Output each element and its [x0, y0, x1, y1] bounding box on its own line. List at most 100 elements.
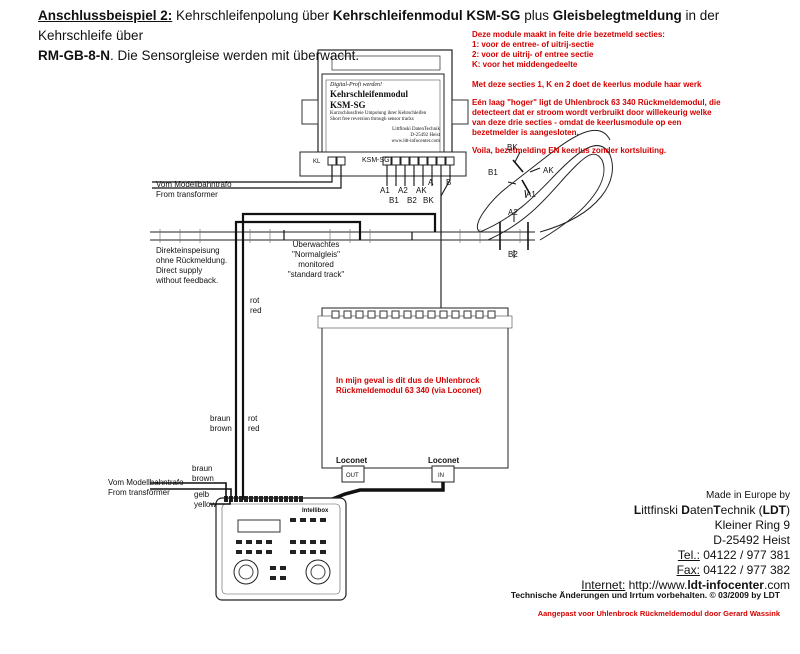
track-b2: B2: [508, 250, 518, 259]
trafo1-en: From transformer: [156, 190, 218, 199]
trafo2-label: Vom Modellbahntrafo From transformer: [108, 478, 184, 498]
loconet-in-tag: IN: [438, 473, 444, 479]
trafo1-label: Vom Modellbahntrafo From transformer: [156, 180, 232, 200]
header-bold-1: Kehrschleifenmodul KSM-SG: [332, 8, 521, 23]
ldt-name-d: aten: [689, 503, 714, 517]
header-text-2: plus: [520, 8, 553, 23]
trafo-wires-top: [152, 165, 342, 189]
ldt-city: D-25492 Heist: [713, 533, 790, 547]
header-bold-3: RM-GB-8-N: [38, 48, 110, 63]
track-b1: B1: [488, 168, 498, 177]
direct-de-1: Direkteinspeisung: [156, 246, 220, 255]
trafo2-en: From transformer: [108, 488, 170, 497]
ldt-internet-a: http://www.: [625, 578, 688, 592]
footer-note: Aangepast voor Uhlenbrock Rückmeldemodul…: [537, 609, 780, 618]
rot-red-1: rot red: [250, 296, 262, 316]
note-4: K: voor het middengedeelte: [472, 60, 578, 69]
ksm-label-top3: KSM-SG: [330, 100, 366, 110]
term-a1: A1: [380, 186, 390, 195]
monitored-de-1: Überwachtes: [292, 240, 340, 249]
direct-en-2: without feedback.: [156, 276, 219, 285]
rm-note: In mijn geval is dit dus de Uhlenbrock R…: [336, 376, 506, 396]
ldt-fax-value: 04122 / 977 382: [699, 563, 790, 577]
monitored-label: Überwachtes "Normalgleis" monitored "sta…: [276, 240, 356, 280]
ksm-label-top1: Digital-Profi werden!: [330, 82, 383, 88]
monitored-de-2: "Normalgleis": [292, 250, 340, 259]
ldt-address: Made in Europe by Littfinski DatenTechni…: [540, 488, 790, 593]
direct-de-2: ohne Rückmeldung.: [156, 256, 228, 265]
loconet-out-tag: OUT: [346, 473, 359, 479]
trafo2-de: Vom Modellbahntrafo: [108, 478, 184, 487]
header-text-3: in der Kehrschleife über: [38, 8, 720, 43]
note-3: 2: voor de uitrij- of entree sectie: [472, 50, 594, 59]
ldt-name-c: D: [681, 503, 690, 517]
direct-feed-arrows: [235, 230, 413, 250]
page-header: Anschlussbeispiel 2: Kehrschleifenpolung…: [38, 6, 778, 66]
note-9: bezetmelder is aangesloten.: [472, 128, 579, 137]
rm-note-1: In mijn geval is dit dus de Uhlenbrock: [336, 376, 480, 385]
rot-1: rot: [250, 296, 260, 305]
isolation-marks: [499, 159, 531, 250]
ldt-internet-c: .com: [763, 578, 790, 592]
ksm-label-maker3: www.ldt-infocenter.com: [391, 139, 440, 144]
note-2: 1: voor de entree- of uitrij-sectie: [472, 40, 594, 49]
term-b: B: [446, 178, 452, 187]
ldt-tel: Tel.: 04122 / 977 381: [540, 548, 790, 563]
intellibox-label: Intellibox: [302, 508, 329, 514]
loconet-connectors: [341, 465, 455, 483]
track: [150, 129, 613, 241]
term-a2: A2: [398, 186, 408, 195]
monitored-en-2: "standard track": [287, 270, 345, 279]
notes-block: Deze module maakt in feite drie bezetmel…: [472, 30, 792, 156]
ldt-disclaimer: Technische Änderungen und Irrtum vorbeha…: [510, 590, 780, 600]
braun-brown-2: braun brown: [192, 464, 214, 484]
ksm-label-maker2: D-25492 Heist: [410, 133, 440, 138]
ksm-label-sub2: Short free reversion through sensor trac…: [330, 117, 414, 122]
ldt-internet-b: ldt-infocenter: [687, 578, 764, 592]
track-ak: AK: [543, 166, 554, 175]
trafo1-de: Vom Modellbahntrafo: [156, 180, 232, 189]
ldt-name-e: T: [713, 503, 721, 517]
ldt-street: Kleiner Ring 9: [714, 518, 790, 532]
red-2: red: [248, 424, 260, 433]
loconet-in-label: Loconet: [428, 456, 460, 465]
ksm-label-sub1: Kurzschlussfreie Umpolung ihrer Kehrschl…: [330, 111, 427, 116]
rm-note-2: Rückmeldemodul 63 340 (via Loconet): [336, 386, 482, 395]
ldt-internet-label: Internet:: [581, 578, 626, 592]
ksm-output-wires: [386, 165, 451, 318]
ldt-name-f: echnik (: [720, 503, 763, 517]
note-10: Voila, bezetmelding EN keerlus zonder ko…: [472, 146, 667, 155]
track-a2: A2: [508, 208, 518, 217]
ksm-label-top2: Kehrschleifenmodul: [330, 89, 408, 99]
rot-red-2: rot red: [248, 414, 260, 434]
ldt-fax-label: Fax:: [676, 563, 700, 577]
header-text-1: Kehrschleifenpolung über: [172, 8, 333, 23]
note-8: van deze drie secties - omdat de keerlus…: [472, 118, 682, 127]
rot-2: rot: [248, 414, 258, 423]
feed-wires: [234, 212, 437, 504]
term-bk: BK: [423, 196, 434, 205]
yellow: yellow: [194, 500, 217, 509]
ldt-name-a: L: [633, 503, 642, 517]
term-b2: B2: [407, 196, 417, 205]
loconet-out-label: Loconet: [336, 456, 368, 465]
header-text-4: . Die Sensorgleise werden mit überwacht.: [110, 48, 360, 63]
header-bold-2: Gleisbelegtmeldung: [552, 8, 682, 23]
section-arrows: [507, 151, 541, 258]
ldt-name-h: ): [786, 503, 790, 517]
ldt-fax: Fax: 04122 / 977 382: [540, 563, 790, 578]
loconet-cable: [329, 482, 445, 502]
ksm-kl: KL: [313, 159, 321, 165]
brown-1: brown: [210, 424, 232, 433]
ldt-made: Made in Europe by: [706, 490, 790, 501]
ksm-label: Digital-Profi werden! Kehrschleifenmodul…: [330, 82, 440, 145]
ldt-name-b: ittfinski: [641, 503, 682, 517]
red-1: red: [250, 306, 262, 315]
rm-module: [317, 307, 513, 469]
ldt-name-g: LDT: [762, 503, 786, 517]
track-sleepers: [159, 229, 521, 243]
ldt-name: Littfinski DatenTechnik (LDT): [540, 503, 790, 518]
ksm-label-maker1: Littfinski DatenTechnik: [392, 127, 440, 132]
note-5: Met deze secties 1, K en 2 doet de keerl…: [472, 80, 702, 89]
